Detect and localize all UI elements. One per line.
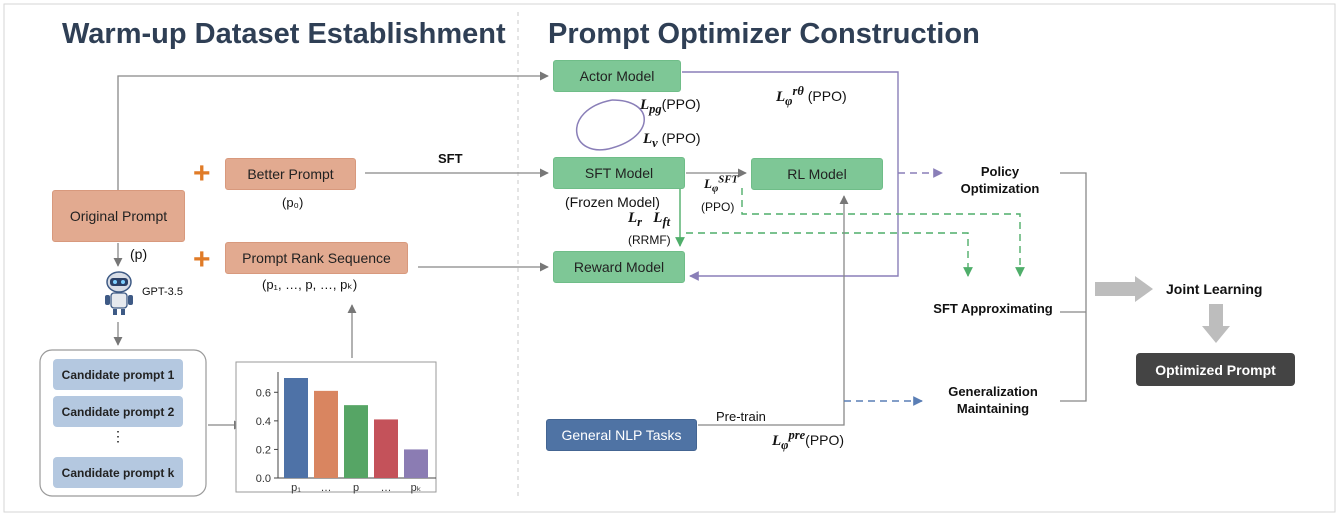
- self-loop: [575, 99, 613, 151]
- loss-r-ft: Lr Lft: [628, 210, 671, 229]
- chart-bar: [374, 419, 398, 478]
- policy-optimization-label: Policy Optimization: [960, 164, 1040, 196]
- loss-sft-ppo: (PPO): [701, 200, 735, 214]
- sft-model-box: SFT Model: [553, 157, 685, 189]
- y-tick-label: 0.6: [256, 387, 271, 399]
- chart-bar: [314, 390, 338, 478]
- x-tick-label: pₖ: [411, 482, 422, 494]
- candidate-frame: [39, 349, 207, 497]
- candidate-prompt-1: Candidate prompt 1: [53, 359, 183, 390]
- candidate-prompt-2: Candidate prompt 2: [53, 396, 183, 427]
- self-loop-back: [611, 99, 645, 149]
- plus-icon: +: [193, 243, 211, 276]
- rank-label: (p₁, …, p, …, pₖ): [262, 277, 358, 292]
- optimized-prompt-box: Optimized Prompt: [1136, 353, 1295, 386]
- dash-sft-to-approx: [741, 188, 1025, 277]
- loss-pre: Lφpre(PPO): [772, 428, 845, 452]
- sft-edge-label: SFT: [438, 151, 463, 166]
- x-tick-label: …: [381, 482, 392, 494]
- sft-approximating-label: SFT Approximating: [933, 301, 1053, 316]
- right-section-title: Prompt Optimizer Construction: [548, 18, 980, 50]
- y-tick-label: 0.4: [256, 416, 271, 428]
- bracket-objectives: [1060, 172, 1087, 402]
- y-tick-label: 0.2: [256, 444, 271, 456]
- actor-model-box: Actor Model: [553, 60, 681, 92]
- x-tick-label: p₁: [291, 482, 301, 494]
- p-label: (p): [130, 246, 148, 262]
- y-tick-label: 0.0: [256, 473, 271, 485]
- original-prompt-box: Original Prompt: [52, 190, 185, 242]
- chart-bar: [344, 405, 368, 478]
- p0-label: (p₀): [282, 195, 304, 210]
- arrow-to-optimized: [1202, 304, 1230, 343]
- arrow-actor-to-reward: [682, 71, 899, 281]
- joint-learning-label: Joint Learning: [1166, 281, 1263, 297]
- reward-model-box: Reward Model: [553, 251, 685, 283]
- x-tick-label: …: [321, 482, 332, 494]
- loss-r-theta: Lφrθ (PPO): [776, 84, 847, 108]
- chart-bar: [284, 378, 308, 478]
- better-prompt-box: Better Prompt: [225, 158, 356, 190]
- rank-sequence-box: Prompt Rank Sequence: [225, 242, 408, 274]
- loss-rrmf: (RRMF): [628, 233, 671, 247]
- pretrain-edge-label: Pre-train: [716, 409, 766, 424]
- outer-frame: [3, 3, 1336, 513]
- plus-icon: +: [193, 157, 211, 190]
- dash-reward-to-approx: [686, 232, 973, 277]
- arrow-original-to-actor: [117, 71, 549, 190]
- arrow-general-to-rl: [698, 195, 849, 426]
- loss-pg: Lpg(PPO): [640, 96, 701, 116]
- arrow-to-joint: [1095, 276, 1153, 302]
- rl-model-box: RL Model: [751, 158, 883, 190]
- generalization-maintaining-label: Generalization Maintaining: [948, 384, 1038, 416]
- loss-sft: LφSFT: [704, 174, 739, 195]
- left-section-title: Warm-up Dataset Establishment: [62, 18, 506, 50]
- loss-v: Lv (PPO): [643, 130, 701, 150]
- x-tick-label: p: [353, 482, 359, 494]
- candidate-ellipsis: ⋮: [111, 428, 125, 444]
- gpt-label: GPT-3.5: [142, 286, 183, 298]
- general-nlp-tasks-box: General NLP Tasks: [546, 419, 697, 451]
- frozen-model-label: (Frozen Model): [565, 194, 660, 210]
- candidate-prompt-k: Candidate prompt k: [53, 457, 183, 488]
- bar-chart: 0.0 0.2 0.4 0.6 p₁ … p … pₖ: [235, 361, 437, 494]
- robot-icon: [105, 271, 133, 315]
- chart-bar: [404, 449, 428, 478]
